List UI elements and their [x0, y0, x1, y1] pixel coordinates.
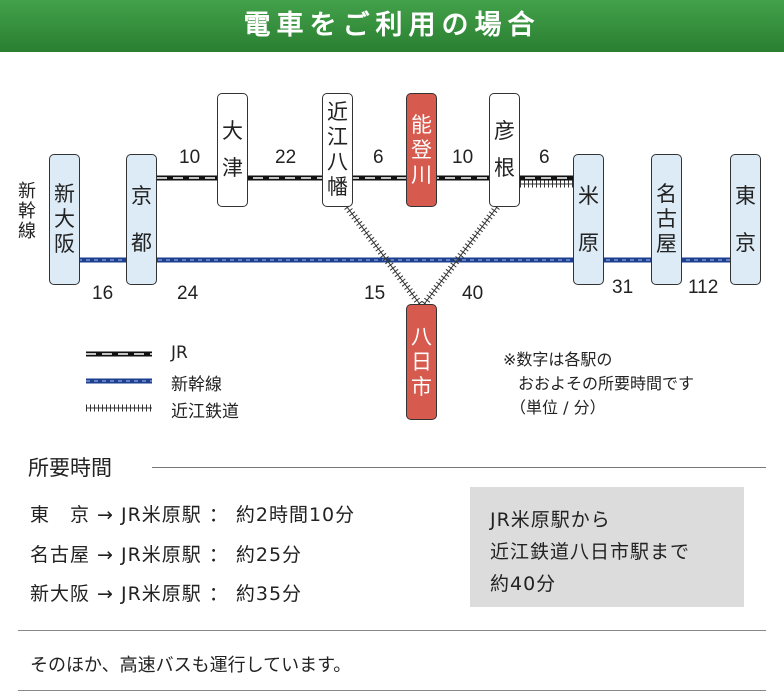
header-banner [0, 0, 784, 52]
char: 都 [131, 230, 152, 255]
time-label: 112 [688, 277, 719, 298]
box-line: JR米原駅から [490, 509, 611, 531]
char: 江 [327, 125, 348, 149]
char: 津 [222, 156, 243, 180]
travel-row: 新大阪 → JR米原駅 ： 約35分 [30, 583, 303, 605]
divider [18, 690, 766, 691]
char: 能 [411, 112, 432, 137]
char: 屋 [656, 232, 677, 256]
box-line: 約40分 [490, 573, 557, 595]
station-tokyo: 東 京 [730, 154, 761, 285]
time-label: 6 [373, 147, 384, 168]
station-kyoto: 京 都 [126, 154, 157, 285]
char: 大 [54, 207, 75, 231]
char: 古 [656, 207, 677, 231]
char: 阪 [54, 232, 75, 256]
note-line: おおよその所要時間です [518, 374, 695, 393]
note-line: （単位 / 分） [510, 398, 606, 417]
char: 川 [411, 162, 432, 187]
char: 東 [735, 183, 756, 208]
station-maibara: 米 原 [573, 154, 604, 285]
char: 名 [656, 182, 677, 206]
shinkansen-label: 新 幹 線 [17, 182, 37, 242]
char: 京 [735, 230, 756, 255]
station-hikone: 彦 根 [489, 93, 520, 207]
char: 大 [222, 119, 243, 143]
char: 線 [18, 221, 36, 242]
char: 登 [411, 137, 432, 162]
station-otsu: 大 津 [217, 93, 248, 207]
time-label: 22 [275, 147, 297, 168]
char: 幡 [327, 175, 348, 199]
legend-shinkansen-label: 新幹線 [171, 375, 222, 395]
char: 八 [411, 324, 432, 349]
char: 新 [18, 181, 36, 202]
char: 日 [411, 349, 432, 374]
legend-jr-label: JR [171, 343, 188, 363]
char: 京 [131, 183, 152, 208]
station-yokaichi: 八 日 市 [406, 304, 437, 420]
char: 原 [578, 230, 599, 255]
time-label: 40 [462, 283, 484, 304]
legend-ohmi-label: 近江鉄道 [171, 402, 239, 422]
char: 米 [578, 183, 599, 208]
char: 八 [327, 150, 348, 174]
divider [18, 630, 766, 631]
time-label: 10 [179, 147, 201, 168]
station-nagoya: 名 古 屋 [651, 154, 682, 285]
char: 根 [494, 156, 515, 180]
char: 近 [327, 100, 348, 124]
ohmi-info-box [470, 487, 744, 607]
note-line: ※数字は各駅の [503, 350, 613, 369]
time-label: 10 [452, 147, 474, 168]
time-label: 16 [92, 283, 114, 304]
station-shin-osaka: 新 大 阪 [49, 154, 80, 285]
char: 新 [54, 182, 75, 206]
station-notogawa: 能 登 川 [406, 93, 437, 207]
time-label: 31 [612, 277, 634, 298]
bus-note: そのほか、高速バスも運行しています。 [30, 655, 352, 676]
ohmi-railway-line [344, 180, 575, 310]
time-label: 6 [539, 147, 550, 168]
char: 幹 [18, 201, 36, 222]
section-title: 所要時間 [28, 456, 112, 480]
char: 市 [411, 374, 432, 399]
time-label: 15 [364, 283, 386, 304]
travel-row: 東 京 → JR米原駅 ： 約2時間10分 [30, 504, 356, 526]
time-label: 24 [177, 283, 199, 304]
travel-row: 名古屋 → JR米原駅 ： 約25分 [30, 544, 303, 566]
station-omi-hachiman: 近 江 八 幡 [322, 93, 353, 207]
char: 彦 [494, 119, 515, 143]
section-rule [152, 467, 766, 468]
box-line: 近江鉄道八日市駅まで [490, 541, 691, 563]
page-title: 電車をご利用の場合 [243, 10, 541, 41]
